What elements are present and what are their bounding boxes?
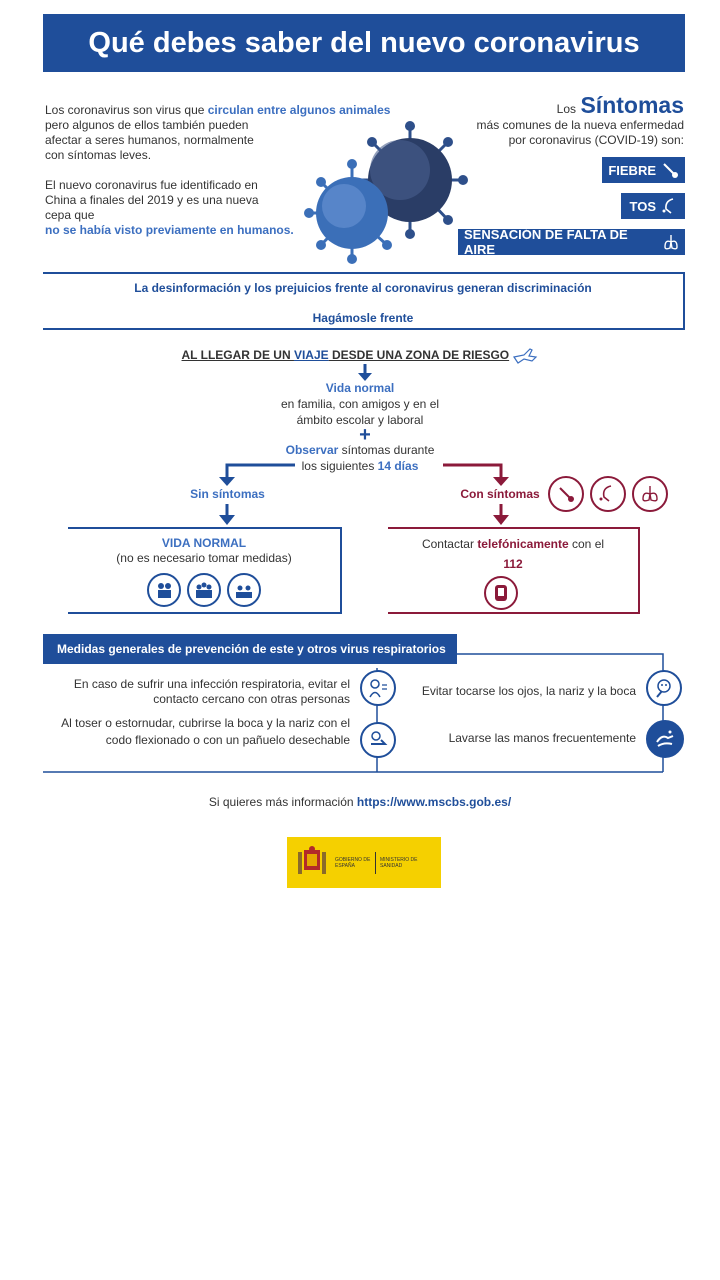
with-symptoms-label: Con síntomas xyxy=(460,487,540,501)
intro-text-2: pero algunos de ellos también pueden afe… xyxy=(45,118,254,162)
friends-icon xyxy=(187,573,221,607)
info-text: Si quieres más información xyxy=(208,795,357,809)
symptom-cough-label: TOS xyxy=(629,198,657,214)
coronavirus-illustration xyxy=(304,121,468,264)
intro-highlight: circulan entre algunos animales xyxy=(207,103,391,117)
symptoms-subtitle-1: más comunes de la nueva enfermedad xyxy=(476,118,684,132)
thermometer-icon xyxy=(663,163,678,178)
days-highlight: 14 días xyxy=(377,459,419,473)
thermometer-icon xyxy=(548,476,584,512)
discrimination-text: La desinformación y los prejuicios frent… xyxy=(134,281,592,295)
normal-life-text-1: en familia, con amigos y en el xyxy=(280,397,440,411)
symptoms-title: Síntomas xyxy=(580,92,684,118)
emergency-phone: 112 xyxy=(503,557,523,571)
normal-life-block: Vida normal en familia, con amigos y en … xyxy=(210,380,510,428)
symptom-breath-label: SENSACIÓN DE FALTA DE AIRE xyxy=(464,227,628,257)
school-icon xyxy=(227,573,261,607)
symptom-fever-label: FIEBRE xyxy=(608,162,656,178)
intro-text-3: El nuevo coronavirus fue identificado en… xyxy=(45,178,259,222)
symptoms-heading: Los Síntomas xyxy=(557,92,684,119)
contact-text-b: con el xyxy=(568,537,605,551)
no-symptoms-label: Sin síntomas xyxy=(190,487,265,501)
intro-highlight-2: no se había visto previamente en humanos… xyxy=(45,223,294,237)
arrival-heading: AL LLEGAR DE UN VIAJE DESDE UNA ZONA DE … xyxy=(150,347,570,365)
contact-text-a: Contactar xyxy=(421,537,478,551)
contact-highlight: telefónicamente xyxy=(477,537,569,551)
prevention-item-1: En caso de sufrir una infección respirat… xyxy=(73,677,350,706)
contact-text: Contactar telefónicamente con el xyxy=(388,537,638,551)
contact-box: Contactar telefónicamente con el 112 xyxy=(388,527,640,614)
cough-icon xyxy=(662,198,674,214)
coat-of-arms-icon xyxy=(298,845,326,874)
symptom-fever: FIEBRE xyxy=(602,157,685,183)
days-text: los siguientes xyxy=(301,459,378,473)
logo-ministry-text: MINISTERIO DE SANIDAD xyxy=(380,856,418,869)
normal-life-box-text: (no es necesario tomar medidas) xyxy=(116,551,292,565)
normal-life-box: VIDA NORMAL (no es necesario tomar medid… xyxy=(68,527,342,614)
discrimination-callout: Hagámosle frente xyxy=(312,311,414,325)
plus-sign: + xyxy=(359,424,371,446)
sneeze-elbow-icon xyxy=(360,722,396,758)
symptom-cough: TOS xyxy=(621,193,685,219)
symptoms-prefix: Los xyxy=(556,102,577,116)
normal-life-box-title: VIDA NORMAL xyxy=(161,536,247,550)
discrimination-box: La desinformación y los prejuicios frent… xyxy=(43,272,685,330)
government-logo: GOBIERNO DE ESPAÑA MINISTERIO DE SANIDAD xyxy=(287,837,441,888)
arrival-highlight: VIAJE xyxy=(293,348,329,363)
intro-paragraph-2: El nuevo coronavirus fue identificado en… xyxy=(45,178,305,238)
observe-text: síntomas durante xyxy=(338,443,435,457)
prevention-item-4: Lavarse las manos frecuentemente xyxy=(448,731,636,745)
info-link[interactable]: https://www.mscbs.gob.es/ xyxy=(356,795,512,809)
info-line: Si quieres más información https://www.m… xyxy=(0,795,720,809)
cough-icon xyxy=(590,476,626,512)
arrival-text-a: AL LLEGAR DE UN xyxy=(181,348,294,363)
intro-paragraph-1: Los coronavirus son virus que circulan e… xyxy=(45,103,405,163)
no-touch-face-icon xyxy=(646,670,682,706)
logo-government-text: GOBIERNO DE ESPAÑA xyxy=(335,856,371,869)
symptom-breath: SENSACIÓN DE FALTA DE AIRE xyxy=(458,227,685,257)
normal-life-text-2: ámbito escolar y laboral xyxy=(296,413,424,427)
intro-text: Los coronavirus son virus que xyxy=(45,103,208,117)
prevention-item-2: Evitar tocarse los ojos, la nariz y la b… xyxy=(421,684,636,698)
normal-life-title: Vida normal xyxy=(325,381,395,395)
symptoms-subtitle: más comunes de la nueva enfermedad por c… xyxy=(477,118,684,148)
distance-icon xyxy=(360,670,396,706)
page-title: Qué debes saber del nuevo coronavirus xyxy=(43,14,685,72)
lungs-icon xyxy=(632,476,668,512)
arrival-text-b: DESDE UNA ZONA DE RIESGO xyxy=(328,348,510,363)
hand-washing-icon xyxy=(646,720,684,758)
observe-highlight: Observar xyxy=(285,443,339,457)
lungs-icon xyxy=(663,235,678,250)
prevention-item-3: Al toser o estornudar, cubrirse la boca … xyxy=(61,716,350,747)
family-icon xyxy=(147,573,181,607)
observe-block: Observar síntomas durante los siguientes… xyxy=(210,442,510,474)
prevention-frame xyxy=(43,653,664,773)
phone-icon xyxy=(484,576,518,610)
symptoms-subtitle-2: por coronavirus (COVID-19) son: xyxy=(508,133,684,147)
arrow-down-icon xyxy=(358,364,372,381)
prevention-title: Medidas generales de prevención de este … xyxy=(43,634,457,664)
branch-arrows xyxy=(219,463,509,525)
airplane-icon xyxy=(513,348,538,364)
